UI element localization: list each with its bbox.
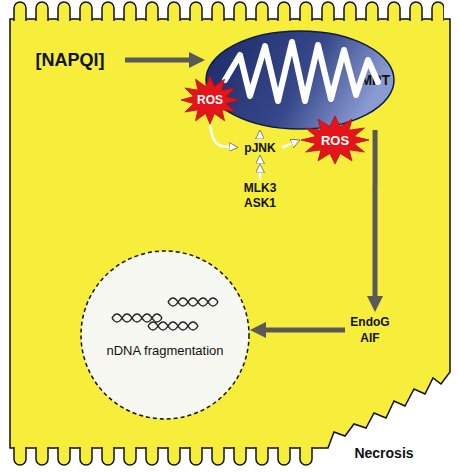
signal-arrow [282, 143, 292, 147]
ros-star [301, 116, 369, 164]
signal-arrow [266, 327, 345, 332]
signal-arrow [259, 164, 262, 180]
signal-arrow [373, 130, 378, 296]
node-text: [NAPQI] [36, 50, 105, 71]
nuclease-label: EndoG AIF [345, 312, 395, 348]
node-text: ROS [321, 133, 349, 148]
signal-arrow [210, 125, 229, 147]
ros-burst: ROS [180, 75, 240, 125]
outcome-label: Necrosis [348, 442, 420, 464]
signal-arrow [259, 139, 262, 140]
mitochondrion: MPT [205, 30, 395, 130]
signal-arrow [125, 58, 189, 63]
nuclear-envelope [81, 251, 249, 419]
ros-burst: ROS [300, 115, 370, 165]
nucleus-outline [80, 250, 250, 420]
ros-star [181, 76, 239, 124]
node-text: Necrosis [354, 445, 413, 461]
node-text: MLK3 ASK1 [238, 181, 282, 211]
node-text: EndoG AIF [345, 314, 395, 346]
microvilli-top [12, 0, 444, 21]
node-text: MPT [360, 72, 390, 88]
cell-body [10, 19, 450, 448]
kinase-label: MLK3 ASK1 [238, 180, 282, 212]
mitochondrion-membrane [206, 31, 394, 129]
node-text: nDNA fragmentation [106, 343, 223, 358]
nucleus: nDNA fragmentation [80, 250, 250, 420]
kinase-label: pJNK [238, 140, 282, 155]
node-text: pJNK [244, 141, 275, 155]
node-text: ROS [197, 93, 223, 107]
agent-label: [NAPQI] [15, 46, 125, 74]
microvilli-bottom [12, 447, 318, 469]
